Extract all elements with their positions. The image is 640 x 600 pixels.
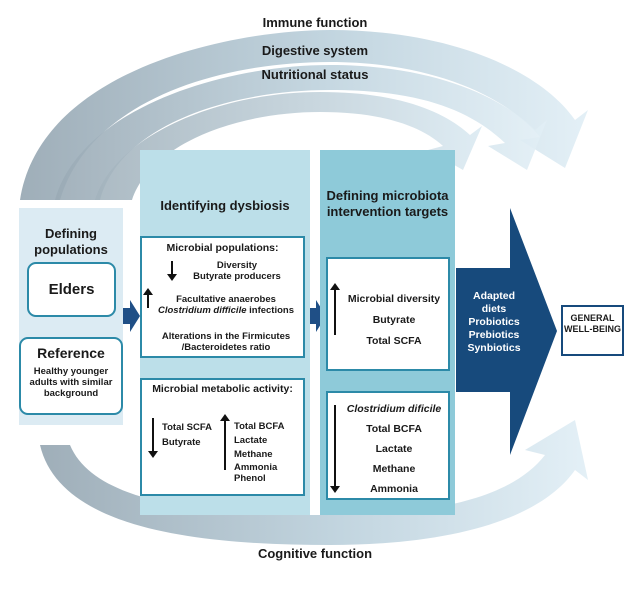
arrow-dys-to-tgt (310, 300, 326, 332)
reference-label: Reference (37, 345, 105, 361)
metabolic-increase-arrow (220, 414, 230, 470)
clostridium-infections-label: Clostridium difficile infections (157, 305, 295, 316)
microbial-populations-box: Microbial populations: Diversity Butyrat… (140, 236, 305, 358)
populations-title: Defining populations (34, 226, 108, 257)
cognitive-arc (40, 420, 588, 545)
microbial-populations-heading: Microbial populations: (166, 242, 279, 254)
nutritional-arc (95, 92, 482, 200)
target-lactate-label: Lactate (375, 443, 413, 455)
metabolic-increase-list: Total BCFA Lactate Methane Ammonia Pheno… (234, 420, 285, 484)
total-scfa-label: Total SCFA (162, 422, 212, 433)
target-ammonia-label: Ammonia (370, 483, 418, 495)
synbiotics-label: Synbiotics (467, 342, 521, 354)
reference-box: Reference Healthy younger adults with si… (19, 337, 123, 415)
probiotics-label: Probiotics (468, 316, 520, 328)
facultative-anaerobes-label: Facultative anaerobes (176, 294, 276, 305)
arrow-pop-to-dys (122, 300, 140, 332)
decrease-targets-box: Clostridium dificile Total BCFA Lactate … (326, 391, 450, 500)
clostridium-dificile-label: Clostridium dificile (346, 403, 442, 415)
total-bcfa-label: Total BCFA (234, 421, 285, 432)
increase-list: Facultative anaerobes Clostridium diffic… (156, 294, 296, 316)
metabolic-decrease-list: Total SCFA Butyrate (162, 420, 212, 450)
immune-function-label: Immune function (262, 15, 368, 30)
ammonia-label: Ammonia (234, 462, 278, 473)
digestive-system-label: Digestive system (261, 43, 369, 58)
targets-decrease-arrow (330, 405, 340, 493)
metabolic-activity-box: Microbial metabolic activity: Total SCFA… (140, 378, 305, 496)
butyrate-label: Butyrate (162, 437, 201, 448)
decrease-targets-list: Clostridium dificile Total BCFA Lactate … (340, 399, 448, 499)
digestive-arc (55, 65, 547, 200)
butyrate-producers-label: Butyrate producers (193, 271, 281, 282)
lactate-label: Lactate (234, 435, 268, 446)
metabolic-activity-heading: Microbial metabolic activity: (152, 383, 293, 395)
decrease-list: Diversity Butyrate producers (182, 260, 292, 282)
interventions-list: Adapted diets Probiotics Prebiotics Synb… (462, 290, 526, 355)
methane-label: Methane (234, 449, 273, 460)
cognitive-function-label: Cognitive function (257, 546, 373, 561)
targets-increase-arrow (330, 283, 340, 335)
immune-arc (20, 30, 588, 200)
elders-box: Elders (27, 262, 116, 317)
firmicutes-ratio-label: Alterations in the Firmicutes /Bacteroid… (161, 331, 291, 353)
prebiotics-label: Prebiotics (468, 329, 520, 341)
general-wellbeing-box: GENERAL WELL-BEING (561, 305, 624, 356)
targets-title: Defining microbiota intervention targets (326, 188, 449, 219)
intervention-arrow (456, 208, 557, 455)
adapted-diets-label: Adapted diets (473, 290, 515, 315)
reference-description: Healthy younger adults with similar back… (29, 366, 113, 399)
elders-label: Elders (48, 281, 95, 298)
target-methane-label: Methane (372, 463, 416, 475)
general-wellbeing-label: GENERAL WELL-BEING (564, 313, 621, 334)
phenol-label: Phenol (234, 473, 266, 484)
target-total-scfa-label: Total SCFA (366, 335, 422, 347)
target-butyrate-label: Butyrate (372, 314, 416, 326)
target-total-bcfa-label: Total BCFA (366, 423, 422, 435)
decrease-arrow (167, 261, 177, 281)
increase-targets-box: Microbial diversity Butyrate Total SCFA (326, 257, 450, 371)
increase-arrow (143, 288, 153, 308)
increase-targets-list: Microbial diversity Butyrate Total SCFA (340, 289, 448, 352)
diversity-label: Diversity (216, 260, 258, 271)
nutritional-status-label: Nutritional status (261, 67, 369, 82)
microbial-diversity-label: Microbial diversity (347, 293, 441, 305)
metabolic-decrease-arrow (148, 418, 158, 458)
dysbiosis-title: Identifying dysbiosis (160, 198, 290, 213)
